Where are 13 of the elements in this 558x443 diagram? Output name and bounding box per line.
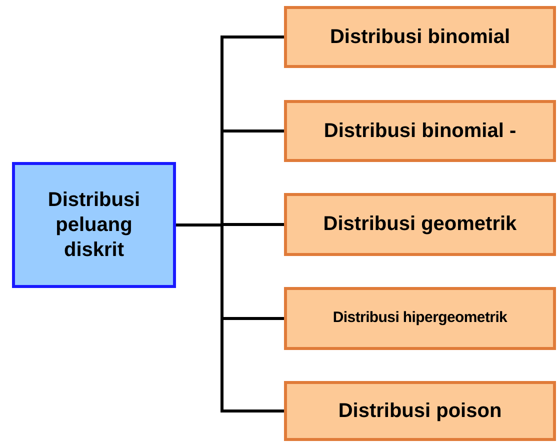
topic-box <box>284 6 556 68</box>
connector-line <box>176 224 284 412</box>
topic-box <box>284 381 556 441</box>
box-label: Distribusi poison <box>338 398 502 424</box>
topic-box <box>284 100 556 162</box>
box-label: Distribusi peluang diskrit <box>46 188 142 262</box>
box-label: Distribusi geometrik <box>323 212 517 237</box>
topic-box <box>284 287 556 350</box>
box-label: Distribusi binomial - <box>324 118 516 144</box>
box-label: Distribusi binomial <box>330 24 510 50</box>
box-label: Distribusi hipergeometrik <box>332 309 508 328</box>
topic-box <box>12 162 176 288</box>
topic-box <box>284 193 556 256</box>
